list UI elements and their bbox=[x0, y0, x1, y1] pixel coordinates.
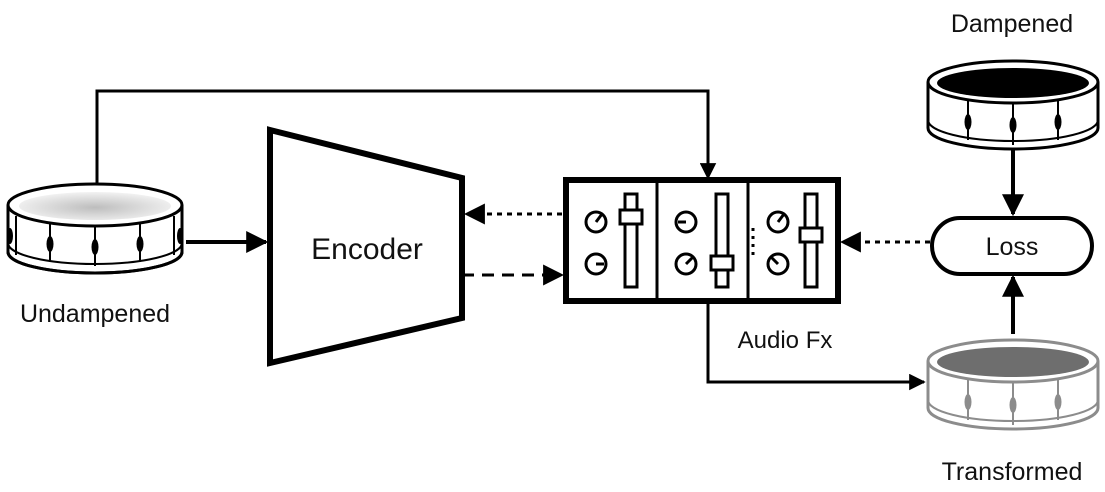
transformed-label: Transformed bbox=[942, 458, 1083, 486]
loss-block: Loss bbox=[930, 216, 1094, 276]
knob-icon bbox=[766, 252, 790, 276]
audio-fx-label: Audio Fx bbox=[738, 327, 833, 354]
dampened-label: Dampened bbox=[951, 10, 1073, 38]
arrow-undampened-to-audio-fx bbox=[95, 89, 717, 183]
arrow-audio-fx-to-transformed bbox=[706, 303, 926, 391]
drum-dampened: Dampened bbox=[926, 10, 1100, 151]
snare-drum-icon bbox=[926, 338, 1100, 431]
audio-fx-block: Audio Fx bbox=[563, 177, 841, 354]
knob-icon bbox=[674, 252, 698, 276]
drum-transformed: Transformed bbox=[926, 338, 1100, 486]
fader-icon bbox=[709, 192, 735, 289]
drum-undampened: Undampened bbox=[6, 182, 184, 328]
encoder-block: Encoder bbox=[267, 126, 465, 367]
fader-icon bbox=[618, 192, 644, 289]
arrows bbox=[95, 89, 1024, 391]
knob-icon bbox=[584, 210, 608, 234]
knob-icon bbox=[584, 252, 608, 276]
snare-drum-icon bbox=[926, 59, 1100, 151]
undampened-label: Undampened bbox=[20, 300, 170, 328]
knob-icon bbox=[766, 210, 790, 234]
snare-drum-icon bbox=[6, 182, 184, 275]
fader-icon bbox=[798, 192, 824, 289]
encoder-label: Encoder bbox=[311, 233, 423, 266]
loss-label: Loss bbox=[986, 233, 1039, 261]
knob-icon bbox=[674, 210, 698, 234]
